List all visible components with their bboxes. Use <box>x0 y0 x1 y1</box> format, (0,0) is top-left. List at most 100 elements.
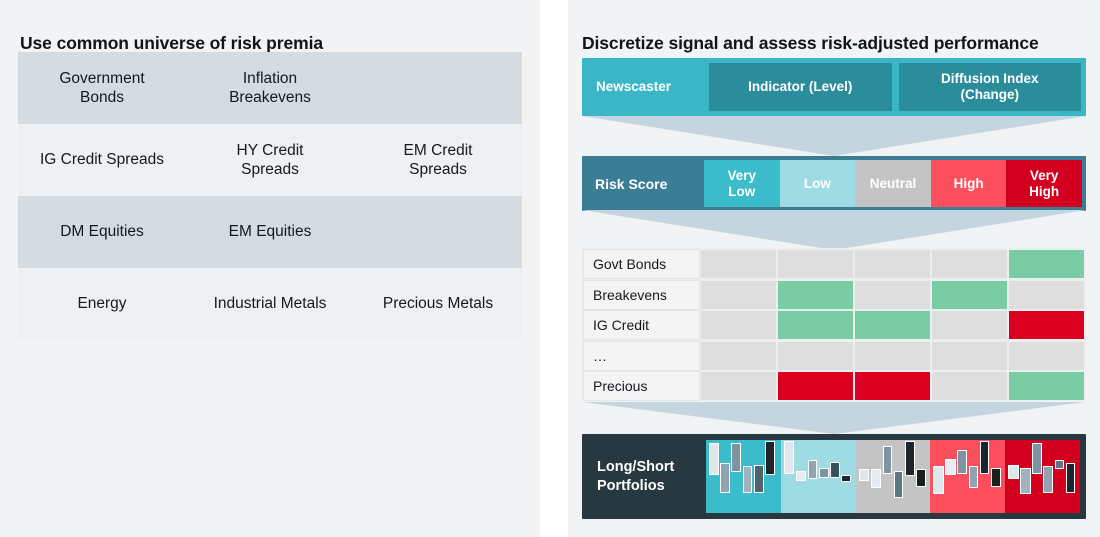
source-newscaster[interactable]: Newscaster <box>596 78 672 94</box>
risk-bucket[interactable]: Low <box>779 160 856 207</box>
signal-grid-row-label: Precious <box>583 371 700 401</box>
signal-grid-cell-neutral[interactable] <box>1008 340 1085 371</box>
signal-grid-cell-neutral[interactable] <box>700 249 777 279</box>
signal-grid-row: IG Credit <box>583 310 1085 340</box>
portfolio-bar <box>882 445 893 474</box>
signal-grid-cell-red[interactable] <box>1008 310 1085 340</box>
source-indicator-level[interactable]: Indicator (Level) <box>709 63 892 111</box>
signal-grid-cell-neutral[interactable] <box>854 340 931 371</box>
signal-grid-cells <box>700 279 1085 310</box>
portfolio-bar <box>1020 467 1031 494</box>
flow-arrow-2 <box>582 210 1086 250</box>
signal-grid-row-label: IG Credit <box>583 310 700 340</box>
right-panel: Discretize signal and assess risk-adjust… <box>568 0 1100 537</box>
risk-score-label: Risk Score <box>595 175 668 192</box>
signal-grid-cell-neutral[interactable] <box>700 340 777 371</box>
signal-grid-cell-neutral[interactable] <box>854 279 931 310</box>
left-panel-title: Use common universe of risk premia <box>20 32 323 53</box>
portfolio-bar <box>742 466 753 493</box>
signal-grid-cell-green[interactable] <box>1008 371 1085 401</box>
signal-grid-cell-red[interactable] <box>854 371 931 401</box>
portfolio-chart-panel[interactable] <box>855 440 931 513</box>
signal-grid-row-label: … <box>583 340 700 371</box>
portfolio-bar <box>1008 464 1019 480</box>
portfolio-bar <box>870 469 882 489</box>
universe-asset-cell: IG Credit Spreads <box>39 151 165 169</box>
signal-grid-cell-neutral[interactable] <box>700 371 777 401</box>
universe-asset-cell: EM Equities <box>228 223 312 241</box>
signal-grid-cell-neutral[interactable] <box>777 249 854 279</box>
signal-grid-row: Breakevens <box>583 279 1085 310</box>
signal-grid-row-label: Breakevens <box>583 279 700 310</box>
portfolio-bar <box>731 442 742 473</box>
signal-grid-cell-neutral[interactable] <box>700 310 777 340</box>
right-panel-title: Discretize signal and assess risk-adjust… <box>582 32 1039 53</box>
signal-grid-cell-neutral[interactable] <box>854 249 931 279</box>
portfolio-bar <box>858 469 870 481</box>
left-panel: Use common universe of risk premia Gover… <box>0 0 540 537</box>
signal-grid-cell-neutral[interactable] <box>931 340 1008 371</box>
portfolio-bar <box>1032 442 1042 474</box>
portfolio-bar <box>1065 463 1076 493</box>
signal-grid-cell-green[interactable] <box>931 279 1008 310</box>
signal-grid-row: … <box>583 340 1085 371</box>
portfolio-bar-charts <box>706 440 1080 513</box>
signal-grid-cell-neutral[interactable] <box>931 371 1008 401</box>
portfolio-bar <box>753 464 764 493</box>
signal-grid-cell-neutral[interactable] <box>700 279 777 310</box>
portfolio-bar <box>933 466 944 494</box>
signal-grid-cell-red[interactable] <box>777 371 854 401</box>
signal-grid-cell-neutral[interactable] <box>777 340 854 371</box>
signal-grid-row: Precious <box>583 371 1085 401</box>
signal-grid-cell-green[interactable] <box>854 310 931 340</box>
signal-grid-cell-neutral[interactable] <box>1008 279 1085 310</box>
signal-grid-row-label: Govt Bonds <box>583 249 700 279</box>
portfolio-chart-panel[interactable] <box>780 440 856 513</box>
portfolio-bar <box>957 450 968 474</box>
portfolio-bar <box>968 466 979 489</box>
universe-asset-cell: Precious Metals <box>382 295 494 313</box>
source-diffusion-index[interactable]: Diffusion Index(Change) <box>898 63 1081 111</box>
flow-arrow-1 <box>582 116 1086 156</box>
portfolio-chart-panel[interactable] <box>706 440 781 513</box>
signal-grid-cell-neutral[interactable] <box>931 249 1008 279</box>
risk-bucket[interactable]: Neutral <box>855 160 931 207</box>
signal-sources-band: Newscaster Indicator (Level) Diffusion I… <box>582 58 1086 116</box>
signal-grid-cells <box>700 249 1085 279</box>
universe-row: DM Equities EM Equities <box>18 196 522 268</box>
portfolio-bar <box>818 467 829 478</box>
signal-grid-cells <box>700 371 1085 401</box>
signal-grid-cell-green[interactable] <box>777 279 854 310</box>
portfolio-bar <box>720 463 730 493</box>
portfolio-bar <box>916 469 926 487</box>
signal-grid-cell-green[interactable] <box>777 310 854 340</box>
portfolio-chart-panel[interactable] <box>1005 440 1080 513</box>
portfolio-bar <box>807 460 818 480</box>
portfolio-bar <box>904 441 915 477</box>
signal-grid-cell-green[interactable] <box>1008 249 1085 279</box>
portfolio-chart-panel[interactable] <box>930 440 1006 513</box>
signal-grid-cell-neutral[interactable] <box>931 310 1008 340</box>
signal-grid-row: Govt Bonds <box>583 249 1085 279</box>
portfolio-bar <box>1054 460 1065 470</box>
signal-grid-cells <box>700 310 1085 340</box>
risk-bucket[interactable]: High <box>930 160 1007 207</box>
portfolio-bar <box>830 461 840 478</box>
universe-asset-cell: DM Equities <box>60 223 144 241</box>
portfolio-bar <box>765 441 775 476</box>
portfolio-bar <box>1043 466 1054 493</box>
flow-arrow-3 <box>582 402 1086 434</box>
